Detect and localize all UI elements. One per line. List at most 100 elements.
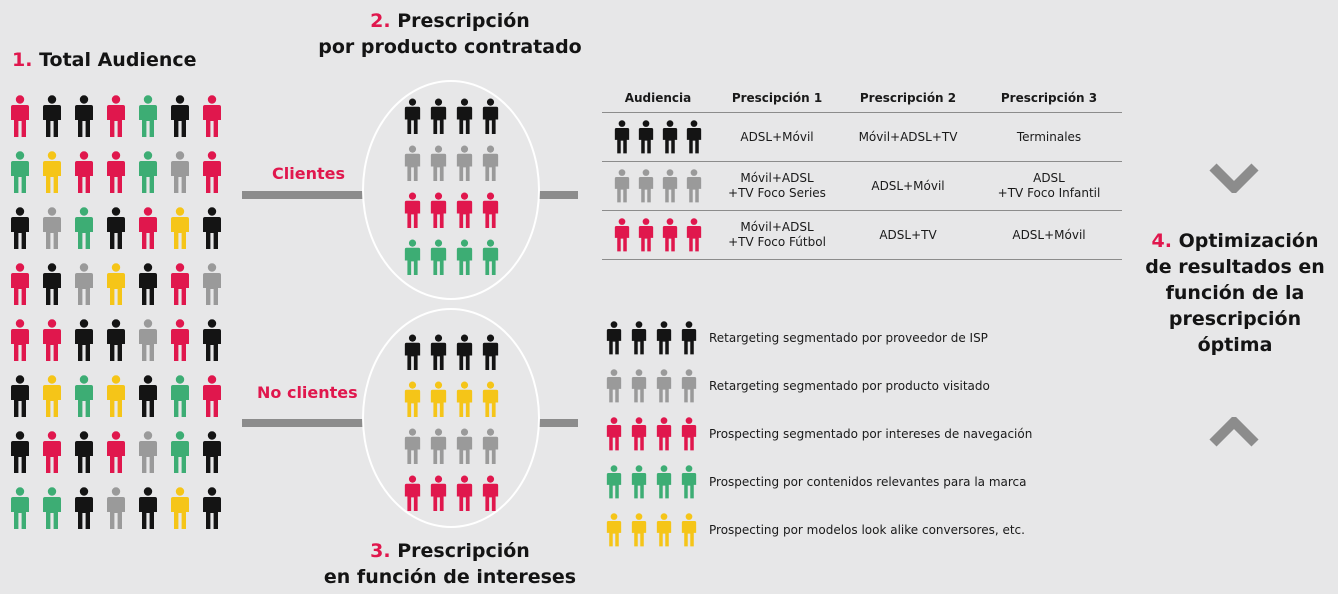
person-icon xyxy=(203,95,221,137)
person-icon xyxy=(456,475,473,511)
table-cell-p1: Móvil+ADSL+TV Foco Fútbol xyxy=(714,210,840,260)
person-icon xyxy=(430,145,447,181)
audience-cell xyxy=(170,319,202,375)
audience-cell xyxy=(10,431,42,487)
segment-icons xyxy=(606,464,697,500)
person-icon xyxy=(656,512,672,546)
group-person-cell xyxy=(456,428,482,475)
audience-cell xyxy=(10,375,42,431)
person-icon xyxy=(75,375,93,417)
table-cell-p2: ADSL+TV xyxy=(840,210,976,260)
person-icon xyxy=(171,375,189,417)
person-icon xyxy=(43,95,61,137)
step3-title-line1: Prescripción xyxy=(397,540,530,562)
audience-cell xyxy=(74,207,106,263)
person-icon xyxy=(681,368,697,402)
group-person-cell xyxy=(482,428,508,475)
table-cell-line: Móvil+ADSL xyxy=(740,171,814,185)
audience-cell xyxy=(10,263,42,319)
segment-icons xyxy=(606,320,697,356)
person-icon xyxy=(681,512,697,546)
person-icon xyxy=(11,487,29,529)
person-icon xyxy=(614,119,630,153)
person-icon xyxy=(482,145,499,181)
step4-line2: de resultados en xyxy=(1145,256,1325,278)
table-cell-line: Móvil+ADSL+TV xyxy=(858,129,958,144)
audience-cell xyxy=(10,207,42,263)
table-cell-p3: ADSL+Móvil xyxy=(976,210,1122,260)
audience-cell xyxy=(42,95,74,151)
person-icon xyxy=(203,375,221,417)
audience-cell xyxy=(170,263,202,319)
group-person-cell xyxy=(456,239,482,286)
list-item: Prospecting segmentado por intereses de … xyxy=(606,410,1032,458)
table-cell-p3: Terminales xyxy=(976,112,1122,162)
audience-cell xyxy=(74,95,106,151)
group-person-cell xyxy=(430,381,456,428)
person-icon xyxy=(606,320,622,354)
step2-title-line1: Prescripción xyxy=(397,10,530,32)
group-person-cell xyxy=(456,475,482,522)
person-icon xyxy=(656,464,672,498)
audience-cell xyxy=(74,431,106,487)
audience-cell xyxy=(106,95,138,151)
person-icon xyxy=(662,119,678,153)
person-icon xyxy=(404,98,421,134)
no-clientes-label: No clientes xyxy=(257,383,358,402)
person-icon xyxy=(606,464,622,498)
chevron-up-icon xyxy=(1209,417,1259,447)
person-icon xyxy=(614,168,630,202)
clientes-circle xyxy=(362,80,540,300)
group-person-cell xyxy=(482,192,508,239)
person-icon xyxy=(107,263,125,305)
person-icon xyxy=(614,217,630,251)
person-icon xyxy=(638,119,654,153)
no-clientes-connector-right xyxy=(538,419,578,427)
person-icon xyxy=(203,431,221,473)
segment-icons xyxy=(606,512,697,548)
total-audience-grid xyxy=(10,95,234,543)
person-icon xyxy=(107,319,125,361)
group-person-cell xyxy=(482,334,508,381)
group-person-cell xyxy=(404,145,430,192)
group-person-cell xyxy=(430,192,456,239)
audience-cell xyxy=(74,151,106,207)
segment-description: Prospecting segmentado por intereses de … xyxy=(709,427,1033,441)
person-icon xyxy=(139,431,157,473)
audience-cell xyxy=(74,319,106,375)
audience-cell xyxy=(138,431,170,487)
clientes-label: Clientes xyxy=(272,164,345,183)
person-icon xyxy=(43,263,61,305)
segment-description: Prospecting por modelos look alike conve… xyxy=(709,523,1025,537)
person-icon xyxy=(606,416,622,450)
table-cell-p1: ADSL+Móvil xyxy=(714,112,840,162)
person-icon xyxy=(43,151,61,193)
group-person-cell xyxy=(404,334,430,381)
step4-line3: función de la xyxy=(1165,282,1305,304)
audience-cell xyxy=(10,319,42,375)
group-person-cell xyxy=(430,475,456,522)
group-person-cell xyxy=(482,98,508,145)
person-icon xyxy=(171,151,189,193)
audience-cell xyxy=(170,207,202,263)
table-cell-p2: ADSL+Móvil xyxy=(840,161,976,211)
person-icon xyxy=(11,263,29,305)
person-icon xyxy=(75,487,93,529)
person-icon xyxy=(482,334,499,370)
person-icon xyxy=(638,168,654,202)
chevron-down-icon xyxy=(1209,163,1259,193)
audience-cell xyxy=(170,487,202,543)
person-icon xyxy=(11,431,29,473)
audience-cell xyxy=(202,375,234,431)
step1-number: 1. xyxy=(12,49,33,71)
person-icon xyxy=(404,239,421,275)
group-person-cell xyxy=(456,98,482,145)
audience-cell xyxy=(202,319,234,375)
person-icon xyxy=(75,207,93,249)
person-icon xyxy=(203,207,221,249)
person-icon xyxy=(11,375,29,417)
group-person-cell xyxy=(482,145,508,192)
list-item: Prospecting por modelos look alike conve… xyxy=(606,506,1032,554)
person-icon xyxy=(456,145,473,181)
person-icon xyxy=(430,475,447,511)
